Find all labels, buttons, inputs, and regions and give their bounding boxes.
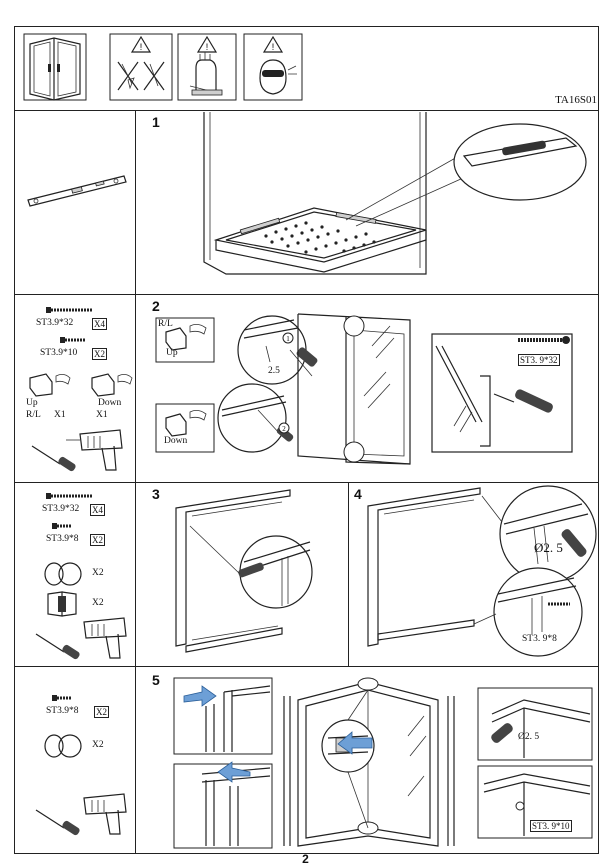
drill-size-label: Ø2. 5 [518, 732, 540, 742]
short-screw-icon [52, 695, 72, 701]
step5-assembly-illustration [173, 677, 593, 849]
svg-text:!: ! [206, 42, 209, 52]
screw-callout: ST3. 9*10 [530, 820, 572, 832]
no-sharp-tools-warning-icon: ! [109, 33, 173, 101]
screwdriver-drill-icon [35, 617, 127, 660]
bracket-quantity: X1 [96, 410, 108, 420]
shower-enclosure-icon [23, 33, 87, 101]
long-screw-icon [46, 493, 92, 499]
step-number: 5 [152, 672, 160, 688]
screw-quantity: X2 [94, 706, 109, 718]
screw-quantity: X2 [90, 534, 105, 546]
drill-size-label: Ø2. 5 [534, 540, 563, 555]
spirit-level-icon [27, 175, 127, 207]
bracket-up-detail-icon [155, 317, 215, 363]
bracket-label: R/L [158, 319, 173, 329]
step-number: 3 [152, 486, 160, 502]
page-frame [14, 26, 599, 854]
bracket-quantity: X1 [54, 410, 66, 420]
corner-clip-icon [47, 591, 77, 617]
screw-quantity: X2 [92, 348, 107, 360]
page-number: 2 [302, 852, 309, 866]
short-screw-icon [60, 337, 86, 343]
divider [135, 110, 136, 854]
bracket-down-icon [91, 373, 133, 397]
cap-quantity: X2 [92, 568, 104, 578]
screw-label: ST3.9*32 [36, 318, 74, 328]
screw-label: ST3.9*8 [46, 534, 79, 544]
screw-callout: ST3. 9*8 [522, 634, 557, 644]
long-screw-icon [46, 307, 92, 313]
divider [14, 294, 599, 295]
bracket-label: Down [98, 398, 122, 408]
end-cap-icon [44, 734, 82, 758]
cap-quantity: X2 [92, 740, 104, 750]
clip-quantity: X2 [92, 598, 104, 608]
wear-goggles-warning-icon: ! [243, 33, 303, 101]
drill-size-label: 2.5 [268, 366, 280, 376]
step2-panel-illustration: 1 2 [217, 313, 573, 465]
svg-text:!: ! [140, 42, 143, 52]
bracket-down-detail-icon [155, 403, 215, 453]
step3-frame-illustration [175, 489, 313, 653]
svg-text:1: 1 [286, 335, 290, 343]
screwdriver-drill-icon [35, 793, 127, 836]
divider [348, 482, 349, 666]
shower-tray-illustration [203, 112, 587, 275]
screw-label: ST3.9*10 [40, 348, 78, 358]
step-number: 4 [354, 486, 362, 502]
short-screw-icon [52, 523, 72, 529]
divider [14, 482, 599, 483]
svg-text:2: 2 [282, 425, 286, 433]
divider [14, 666, 599, 667]
bracket-label: Up [166, 348, 178, 358]
step-number: 1 [152, 114, 160, 130]
screw-callout: ST3. 9*32 [518, 354, 560, 366]
screw-quantity: X4 [92, 318, 107, 330]
end-cap-icon [44, 562, 82, 586]
model-code: TA16S01 [555, 94, 597, 106]
svg-text:!: ! [272, 42, 275, 52]
screw-quantity: X4 [90, 504, 105, 516]
divider [14, 110, 599, 111]
screwdriver-drill-icon [31, 429, 123, 472]
bracket-up-icon [29, 373, 71, 397]
bracket-label: R/L [26, 410, 41, 420]
screw-label: ST3.9*32 [42, 504, 80, 514]
bracket-label: Down [164, 436, 188, 446]
step-number: 2 [152, 298, 160, 314]
bracket-label: Up [26, 398, 38, 408]
screw-label: ST3.9*8 [46, 706, 79, 716]
wear-gloves-warning-icon: ! [177, 33, 237, 101]
step4-frame-illustration [367, 485, 597, 657]
